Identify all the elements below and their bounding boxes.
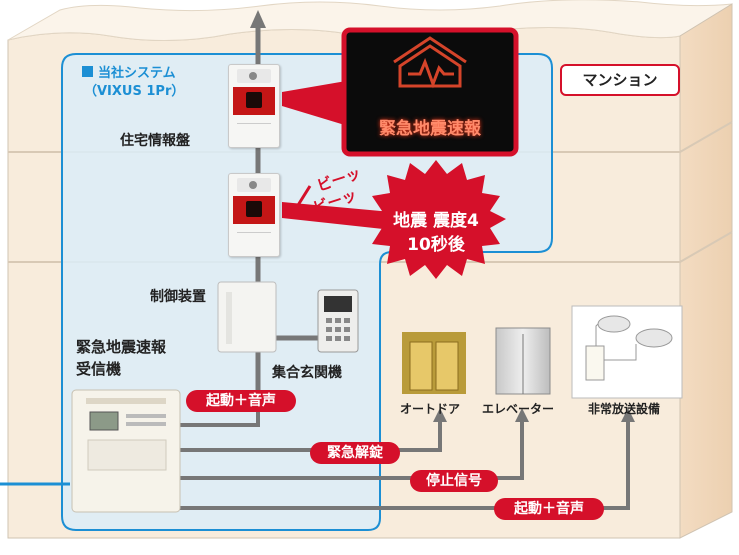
elevator-label: エレベーター (482, 402, 555, 416)
building-side (679, 3, 733, 539)
house-panel-lower[interactable] (228, 173, 280, 257)
receiver-label-2: 受信機 (76, 360, 122, 378)
house-panel-upper[interactable] (228, 64, 280, 148)
control-unit (217, 281, 277, 353)
system-model: （VIXUS 1Pr） (84, 84, 185, 99)
entrance-unit-label: 集合玄関機 (272, 365, 342, 381)
alert-screen (341, 27, 519, 157)
broadcast-label: 非常放送設備 (588, 402, 661, 416)
house-panel-label: 住宅情報盤 (120, 133, 190, 149)
auto-door-label: オートドア (400, 402, 461, 416)
system-title: 当社システム (98, 66, 176, 81)
starburst-text-1: 地震 震度4 (393, 211, 479, 231)
signal-emergency-unlock: 緊急解錠 (310, 442, 400, 464)
signal-stop: 停止信号 (410, 470, 498, 492)
receiver-label-1: 緊急地震速報 (76, 338, 167, 356)
starburst (366, 160, 506, 279)
signal-start-voice-1: 起動＋音声 (186, 390, 296, 412)
alert-logo-icon (393, 36, 467, 89)
mansion-badge: マンション (560, 64, 680, 96)
starburst-text-2: 10秒後 (407, 235, 465, 255)
signal-start-voice-2: 起動＋音声 (494, 498, 604, 520)
control-unit-label: 制御装置 (150, 289, 206, 305)
alert-screen-text: 緊急地震速報 (379, 119, 481, 139)
system-square-icon (82, 66, 93, 77)
